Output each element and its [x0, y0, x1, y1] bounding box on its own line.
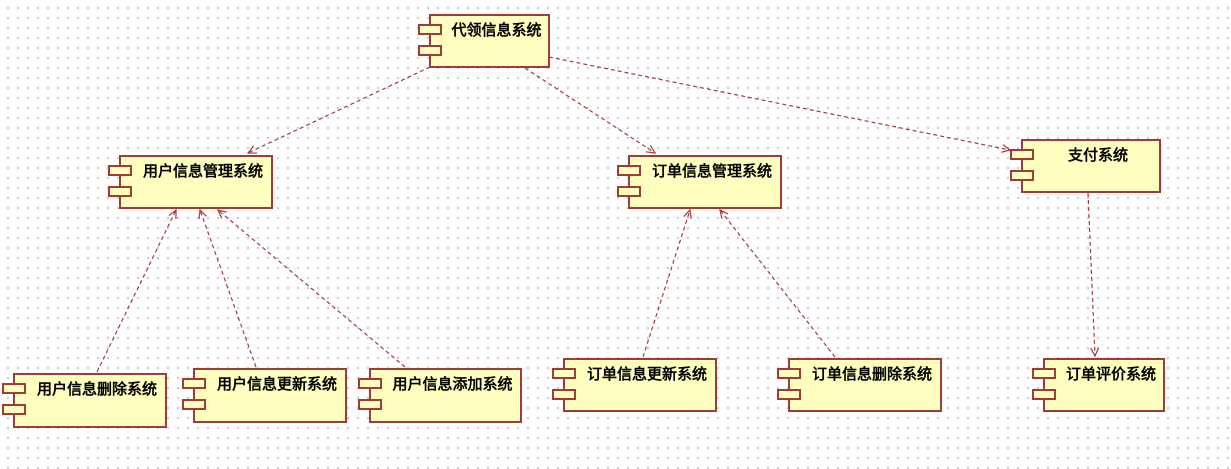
component-label: 订单信息更新系统: [586, 365, 707, 383]
component-tab-icon: [108, 186, 132, 197]
component-order-delete[interactable]: 订单信息删除系统: [777, 358, 942, 412]
arrowhead-icon: [216, 209, 227, 219]
dependency-user_update-to-user_mgmt[interactable]: [198, 208, 257, 368]
component-label: 订单信息删除系统: [811, 365, 932, 383]
component-tab-icon: [358, 399, 382, 410]
component-user-add[interactable]: 用户信息添加系统: [358, 368, 522, 423]
arrowhead-icon: [1090, 347, 1100, 358]
dependency-root-to-user_mgmt[interactable]: [246, 66, 431, 154]
component-label: 订单信息管理系统: [651, 162, 772, 180]
arrowhead-icon: [168, 208, 177, 220]
arrowhead-icon: [198, 208, 207, 220]
component-tab-icon: [2, 404, 26, 415]
component-label: 用户信息添加系统: [392, 375, 513, 393]
arrowhead-icon: [719, 208, 729, 219]
component-user-delete[interactable]: 用户信息删除系统: [2, 373, 167, 428]
arrowhead-icon: [683, 208, 692, 219]
dependency-root-to-payment[interactable]: [548, 56, 1012, 153]
dependency-payment-to-order_review[interactable]: [1087, 192, 1100, 358]
component-tab-icon: [552, 368, 576, 379]
arrowhead-icon: [246, 145, 258, 154]
dependency-root-to-order_mgmt[interactable]: [524, 67, 657, 154]
component-tab-icon: [418, 24, 442, 35]
dependency-order_delete-to-order_mgmt[interactable]: [719, 208, 836, 358]
component-label: 用户信息更新系统: [216, 375, 337, 393]
component-tab-icon: [182, 399, 206, 410]
component-label: 用户信息删除系统: [36, 380, 157, 398]
component-tab-icon: [1032, 389, 1056, 400]
component-tab-icon: [182, 378, 206, 389]
component-tab-icon: [108, 165, 132, 176]
component-tab-icon: [418, 45, 442, 56]
component-tab-icon: [1010, 170, 1034, 181]
component-tab-icon: [777, 368, 801, 379]
dependency-order_update-to-order_mgmt[interactable]: [642, 208, 692, 358]
component-tab-icon: [617, 165, 641, 176]
component-tab-icon: [617, 186, 641, 197]
component-tab-icon: [777, 389, 801, 400]
component-user-mgmt[interactable]: 用户信息管理系统: [108, 155, 273, 209]
component-root[interactable]: 代领信息系统: [418, 14, 550, 68]
component-user-update[interactable]: 用户信息更新系统: [182, 368, 347, 423]
component-tab-icon: [2, 383, 26, 394]
component-order-update[interactable]: 订单信息更新系统: [552, 358, 717, 412]
component-label: 代领信息系统: [451, 21, 542, 39]
component-payment[interactable]: 支付系统: [1010, 139, 1161, 193]
component-label: 支付系统: [1067, 146, 1128, 164]
component-order-review[interactable]: 订单评价系统: [1032, 358, 1165, 412]
component-tab-icon: [358, 378, 382, 389]
dependency-user_add-to-user_mgmt[interactable]: [216, 209, 406, 368]
component-tab-icon: [552, 389, 576, 400]
component-tab-icon: [1010, 149, 1034, 160]
component-order-mgmt[interactable]: 订单信息管理系统: [617, 155, 782, 209]
dependency-user_delete-to-user_mgmt[interactable]: [96, 208, 177, 373]
component-label: 订单评价系统: [1065, 365, 1156, 383]
arrowhead-icon: [645, 144, 657, 154]
component-label: 用户信息管理系统: [142, 162, 263, 180]
component-tab-icon: [1032, 368, 1056, 379]
